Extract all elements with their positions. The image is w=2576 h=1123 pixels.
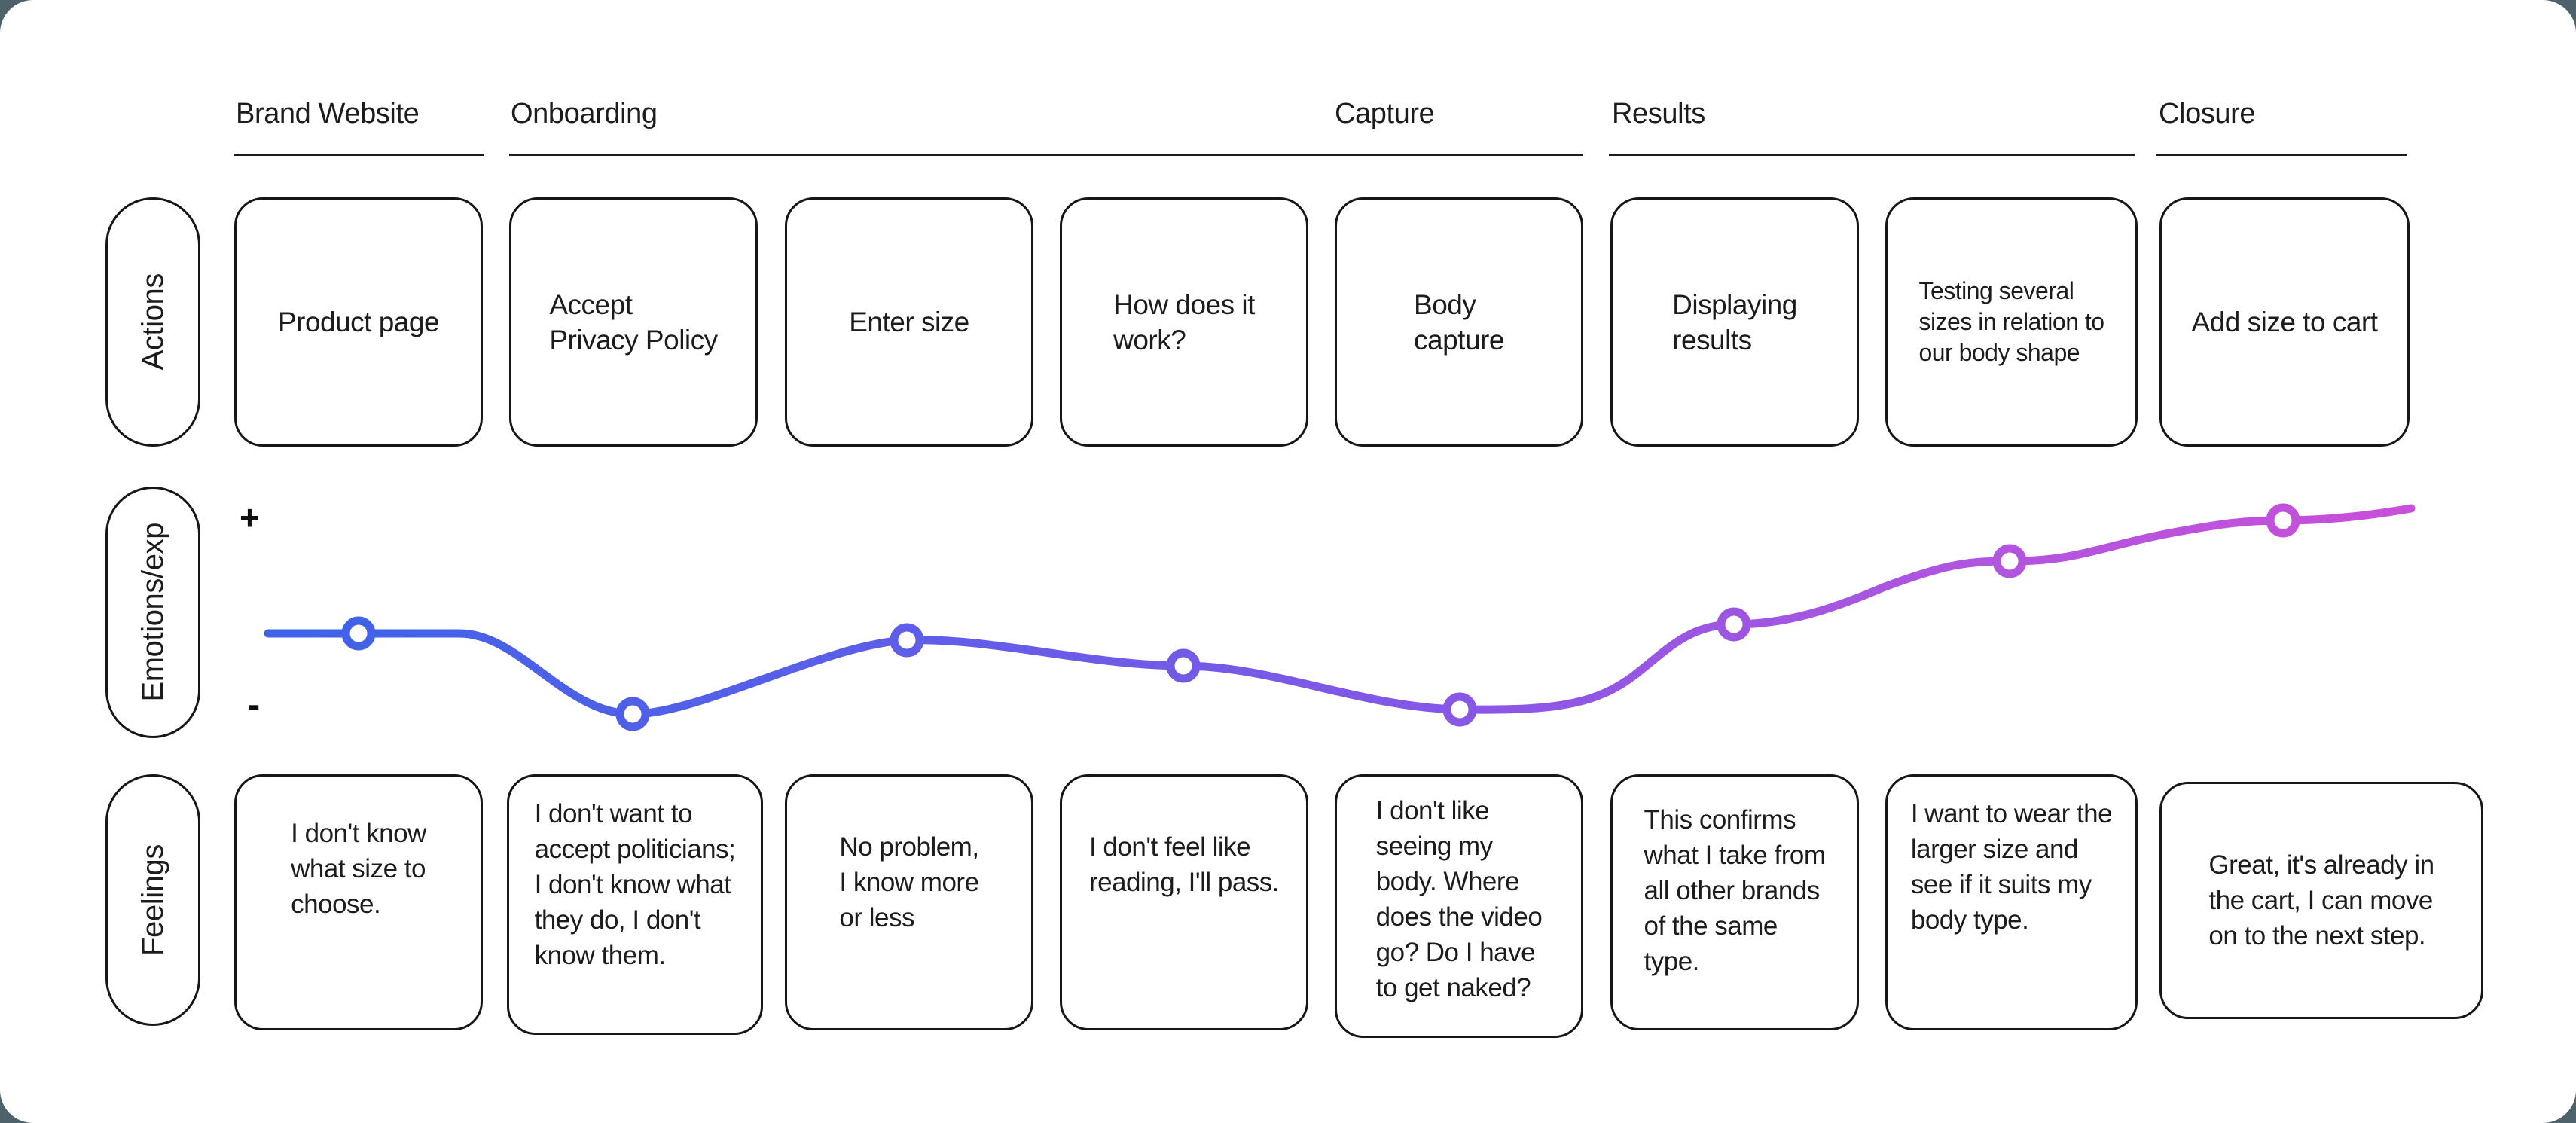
emotion-axis-plus: + xyxy=(240,498,260,537)
feeling-card-text: I want to wear the larger size and see i… xyxy=(1910,799,2113,935)
row-pill-label-emotions: Emotions/exp xyxy=(136,523,169,702)
row-pill-feelings[interactable]: Feelings xyxy=(105,774,200,1026)
curve-point-3[interactable] xyxy=(1166,648,1201,683)
action-card-enter-size[interactable]: Enter size xyxy=(785,197,1033,447)
feeling-card-6[interactable]: I want to wear the larger size and see i… xyxy=(1885,774,2138,1030)
curve-point-0[interactable] xyxy=(341,616,376,651)
action-card-text: Accept Privacy Policy xyxy=(549,288,718,356)
phase-header-closure: Closure xyxy=(2159,98,2256,130)
action-card-text: Add size to cart xyxy=(2191,307,2378,337)
feeling-card-5[interactable]: This confirms what I take from all other… xyxy=(1610,774,1859,1030)
phase-underline-1 xyxy=(509,154,1583,156)
feeling-card-text: I don't feel like reading, I'll pass. xyxy=(1088,832,1280,897)
action-card-displaying[interactable]: Displaying results xyxy=(1610,197,1859,447)
action-card-accept[interactable]: Accept Privacy Policy xyxy=(509,197,758,447)
action-card-text: Displaying results xyxy=(1672,288,1797,356)
feeling-card-1[interactable]: I don't want to accept politicians; I do… xyxy=(507,774,763,1035)
phase-header-brand-website: Brand Website xyxy=(236,98,420,130)
action-card-text: Body capture xyxy=(1414,288,1504,356)
phase-header-capture: Capture xyxy=(1335,98,1435,130)
feeling-card-7[interactable]: Great, it's already in the cart, I can m… xyxy=(2159,782,2483,1019)
curve-point-6[interactable] xyxy=(1992,544,2027,578)
curve-point-7[interactable] xyxy=(2266,503,2300,538)
phase-underline-0 xyxy=(234,154,484,156)
emotion-axis-minus: - xyxy=(247,683,261,727)
action-card-text: How does it work? xyxy=(1113,288,1255,356)
action-card-text: Enter size xyxy=(849,307,969,337)
action-card-add-size-to-cart[interactable]: Add size to cart xyxy=(2159,197,2410,447)
feeling-card-4[interactable]: I don't like seeing my body. Where does … xyxy=(1335,774,1583,1038)
feeling-card-text: This confirms what I take from all other… xyxy=(1644,805,1826,976)
action-card-testing-several[interactable]: Testing several sizes in relation to our… xyxy=(1885,197,2138,447)
feeling-card-text: I don't know what size to choose. xyxy=(291,819,426,919)
phase-underline-3 xyxy=(2156,154,2407,156)
feeling-card-text: I don't like seeing my body. Where does … xyxy=(1375,796,1543,1002)
row-pill-actions[interactable]: Actions xyxy=(105,197,200,447)
row-pill-emotions[interactable]: Emotions/exp xyxy=(105,487,200,738)
action-card-product-page[interactable]: Product page xyxy=(234,197,483,447)
curve-point-5[interactable] xyxy=(1717,607,1751,642)
feeling-card-2[interactable]: No problem, I know more or less xyxy=(785,774,1033,1030)
emotion-line[interactable] xyxy=(264,504,2416,719)
action-card-text: Product page xyxy=(277,307,440,337)
curve-point-2[interactable] xyxy=(890,623,924,658)
phase-header-results: Results xyxy=(1612,98,1705,130)
feeling-card-3[interactable]: I don't feel like reading, I'll pass. xyxy=(1060,774,1308,1030)
feeling-card-text: Great, it's already in the cart, I can m… xyxy=(2208,850,2434,951)
action-card-body[interactable]: Body capture xyxy=(1335,197,1583,447)
feeling-card-text: No problem, I know more or less xyxy=(839,832,979,932)
row-pill-label-actions: Actions xyxy=(136,273,169,371)
feeling-card-0[interactable]: I don't know what size to choose. xyxy=(234,774,483,1030)
emotion-curve xyxy=(264,503,2416,731)
phase-underline-2 xyxy=(1609,154,2135,156)
curve-point-4[interactable] xyxy=(1442,692,1477,727)
phase-header-onboarding: Onboarding xyxy=(511,98,658,130)
action-card-how-does-it[interactable]: How does it work? xyxy=(1060,197,1308,447)
feeling-card-text: I don't want to accept politicians; I do… xyxy=(534,799,736,970)
row-pill-label-feelings: Feelings xyxy=(136,844,169,956)
curve-point-1[interactable] xyxy=(615,697,650,731)
action-card-text: Testing several sizes in relation to our… xyxy=(1918,277,2104,366)
